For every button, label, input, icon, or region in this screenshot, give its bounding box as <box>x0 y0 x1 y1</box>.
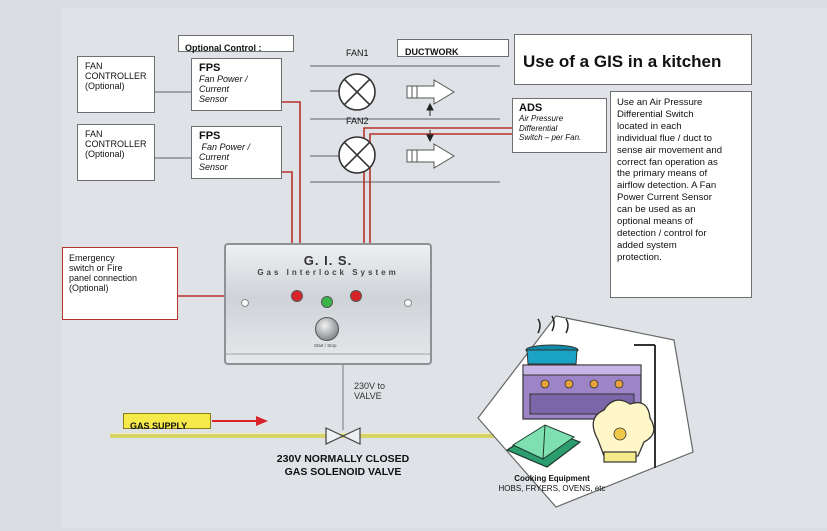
red-indicator-led-left <box>291 290 303 302</box>
panel-footer-line <box>226 353 430 355</box>
ads-wire-2 <box>369 133 512 245</box>
fps-2-desc: Fan Power / Current Sensor <box>199 142 251 172</box>
gas-flow-arrowhead <box>256 416 268 426</box>
fan-controller-2-label: FAN CONTROLLER (Optional) <box>85 129 147 159</box>
fps1-wire <box>282 101 301 245</box>
airflow-arrow-1 <box>406 79 455 105</box>
solenoid-valve <box>325 427 361 445</box>
valve-voltage-label: 230V to VALVE <box>354 381 386 401</box>
emergency-label: Emergency switch or Fire panel connectio… <box>69 253 138 293</box>
pot-clipart <box>525 315 579 365</box>
gis-subtitle: Gas Interlock System <box>257 268 399 277</box>
diagram-title: Use of a GIS in a kitchen <box>523 52 722 71</box>
green-indicator-led <box>321 296 333 308</box>
gis-title: G. I. S. <box>303 253 353 268</box>
fps2-wire <box>282 171 293 245</box>
fps-1-title: FPS <box>199 62 221 74</box>
start-stop-label: Start / Stop <box>314 343 337 348</box>
airflow-arrow-2 <box>406 143 455 169</box>
optional-control-box: Optional Control : <box>178 35 294 53</box>
ductwork-label: DUCTWORK <box>405 47 459 57</box>
ductwork-box: DUCTWORK <box>397 39 509 57</box>
fps-box-1: FPS Fan Power / Current Sensor <box>191 58 282 111</box>
info-text: Use an Air Pressure Differential Switch … <box>617 97 723 263</box>
ads-wire-1 <box>363 127 512 245</box>
signal-wires <box>178 101 512 297</box>
fan-controller-1: FAN CONTROLLER (Optional) <box>77 56 155 113</box>
title-box: Use of a GIS in a kitchen <box>514 34 752 85</box>
gas-supply-label: GAS SUPPLY <box>130 421 188 431</box>
red-indicator-led-right <box>350 290 362 302</box>
ads-desc: Air Pressure Differential Switch – per F… <box>519 114 582 142</box>
info-box: Use an Air Pressure Differential Switch … <box>610 91 752 298</box>
panel-screw-right <box>404 299 412 307</box>
fan2-label: FAN2 <box>346 116 369 126</box>
fan1-label: FAN1 <box>346 48 369 58</box>
gas-supply-box: GAS SUPPLY <box>123 413 211 431</box>
start-stop-knob[interactable] <box>315 317 339 341</box>
chef-hat-clipart <box>592 399 655 463</box>
panel-screw-left <box>241 299 249 307</box>
fan2-symbol <box>338 136 376 174</box>
fps-box-2: FPS Fan Power / Current Sensor <box>191 126 282 179</box>
cooking-title: Cooking Equipment <box>514 474 590 483</box>
valve-label: 230V NORMALLY CLOSED GAS SOLENOID VALVE <box>276 453 410 478</box>
ads-title: ADS <box>519 102 543 114</box>
fps-1-desc: Fan Power / Current Sensor <box>199 74 248 104</box>
ads-box: ADS Air Pressure Differential Switch – p… <box>512 98 607 153</box>
emergency-box: Emergency switch or Fire panel connectio… <box>62 247 178 320</box>
fan-controller-1-label: FAN CONTROLLER (Optional) <box>85 61 147 91</box>
fan-controller-2: FAN CONTROLLER (Optional) <box>77 124 155 181</box>
fps-2-title: FPS <box>199 130 221 142</box>
pressure-tap-arrows <box>426 102 434 143</box>
optional-control-label: Optional Control : <box>185 43 262 53</box>
gis-panel: G. I. S. Gas Interlock System Start / St… <box>224 243 432 365</box>
cookbook-clipart <box>505 424 582 468</box>
cooking-subtitle: HOBS, FRYERS, OVENS, etc <box>498 484 606 493</box>
fan1-symbol <box>338 73 376 111</box>
